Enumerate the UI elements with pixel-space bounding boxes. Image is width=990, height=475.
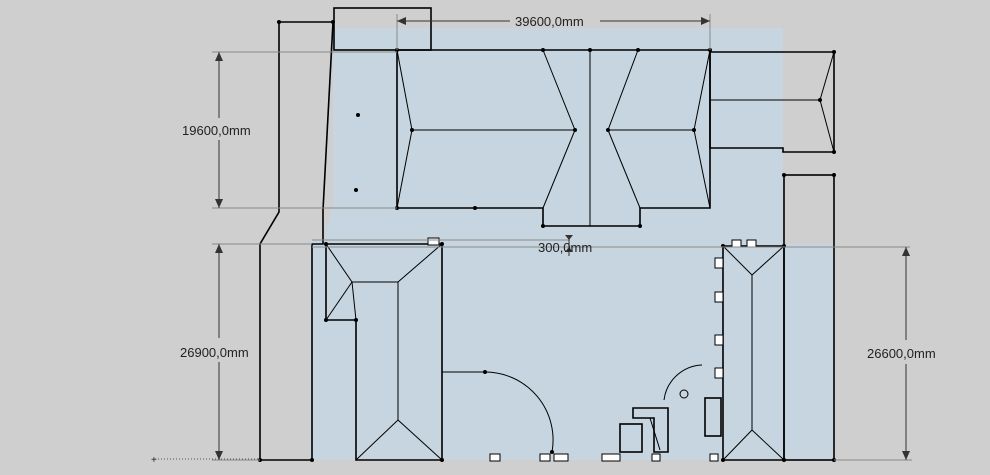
right-lower-roof-hip-a — [722, 245, 753, 276]
dimension-label-right-height: 26600,0mm — [867, 346, 936, 361]
door-swing-arc — [442, 371, 554, 453]
dimension-label-upper-height: 19600,0mm — [182, 123, 251, 138]
column-circle — [679, 389, 689, 399]
dimension-left-height: 26900,0mm — [180, 243, 312, 461]
floor-area-lower — [310, 240, 785, 460]
small-roof-b — [619, 423, 643, 453]
upper-roof-valley-4 — [607, 129, 641, 209]
small-roof-a-ridge — [649, 417, 661, 451]
upper-roof-valley-3 — [607, 49, 639, 131]
dimension-label-left-height: 26900,0mm — [180, 345, 249, 360]
window-frame — [704, 397, 722, 437]
edge-markers — [427, 237, 757, 462]
dimension-label-gap: 300,0mm — [538, 240, 592, 255]
right-lower-roof-hip-c — [722, 429, 753, 461]
top-small-box — [333, 7, 432, 51]
dimension-upper-height: 19600,0mm — [182, 51, 397, 209]
right-upper-hip-2 — [819, 99, 835, 153]
upper-roof-valley-2 — [542, 129, 576, 209]
dimension-right-height: 26600,0mm — [834, 247, 936, 461]
left-lower-roof-hip-a — [325, 281, 353, 321]
upper-roof-valley-1 — [542, 49, 576, 131]
left-lower-roof-hip-b — [351, 281, 357, 321]
small-roof-a — [632, 407, 669, 453]
floor-area-upper — [333, 28, 783, 252]
dimension-label-top-width: 39600,0mm — [515, 14, 584, 29]
right-lower-roof-hip-d — [751, 429, 785, 461]
baseline-marker: + — [151, 455, 157, 466]
left-lower-roof-hip-c — [355, 419, 399, 461]
right-lower-roof-hip-b — [751, 245, 785, 276]
left-lower-roof-hip-d — [397, 419, 443, 461]
dimension-top-width: 39600,0mm — [396, 14, 711, 50]
dimension-gap: 300,0mm — [312, 235, 910, 256]
small-door-arc — [663, 364, 703, 401]
right-upper-hip-1 — [819, 51, 835, 101]
vertex-dots — [258, 20, 836, 462]
upper-roof-hip-left — [396, 49, 413, 209]
left-wall-inner-edge — [322, 21, 334, 211]
